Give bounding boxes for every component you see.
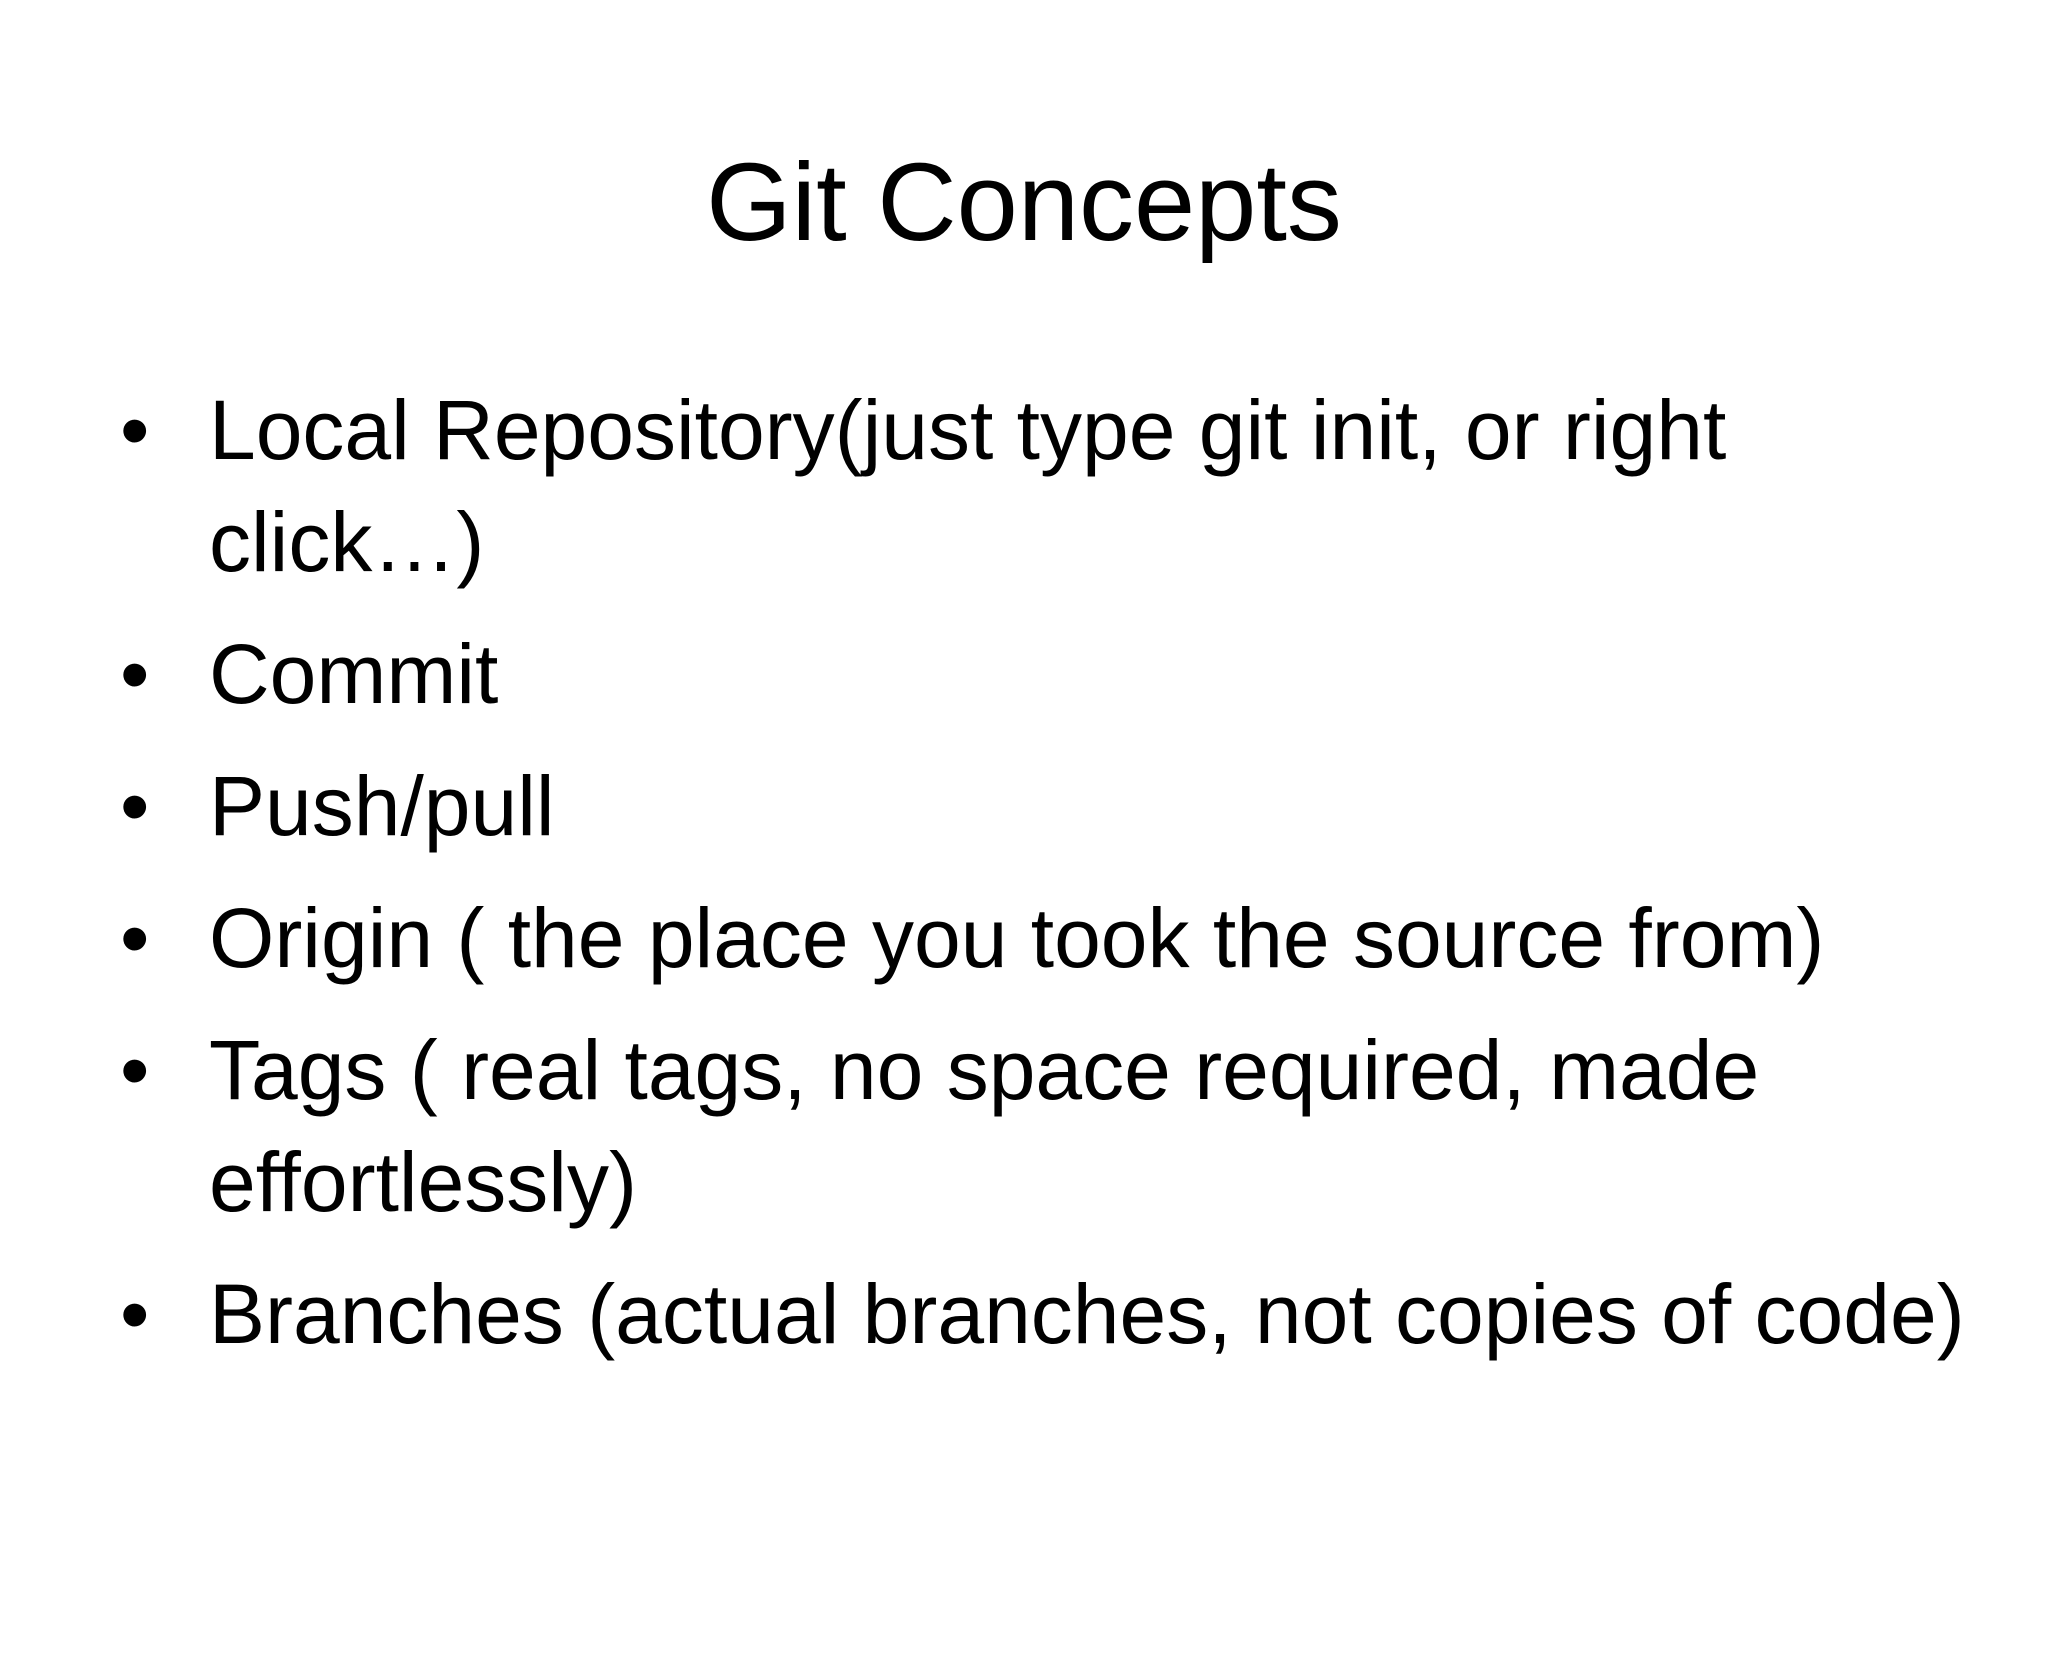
list-item: • Origin ( the place you took the source… [100,882,2048,994]
bullet-dot-icon: • [120,759,150,853]
bullet-text: Tags ( real tags, no space required, mad… [209,1023,1760,1229]
bullet-dot-icon: • [120,627,150,721]
bullet-dot-icon: • [120,891,150,985]
list-item: • Tags ( real tags, no space required, m… [100,1014,2048,1238]
list-item: • Local Repository(just type git init, o… [100,374,2048,598]
bullet-dot-icon: • [120,1023,150,1117]
bullet-list: • Local Repository(just type git init, o… [100,374,2048,1370]
slide: Git Concepts • Local Repository(just typ… [0,137,2048,1673]
slide-title: Git Concepts [706,141,1342,264]
bullet-text: Origin ( the place you took the source f… [209,891,1825,985]
bullet-text: Branches (actual branches, not copies of… [209,1267,1965,1361]
bullet-dot-icon: • [120,1267,150,1361]
list-item: • Push/pull [100,750,2048,862]
bullet-text: Commit [209,627,499,721]
bullet-text: Push/pull [209,759,555,853]
bullet-dot-icon: • [120,383,150,477]
bullet-text: Local Repository(just type git init, or … [209,383,1727,589]
list-item: • Commit [100,618,2048,730]
list-item: • Branches (actual branches, not copies … [100,1258,2048,1370]
